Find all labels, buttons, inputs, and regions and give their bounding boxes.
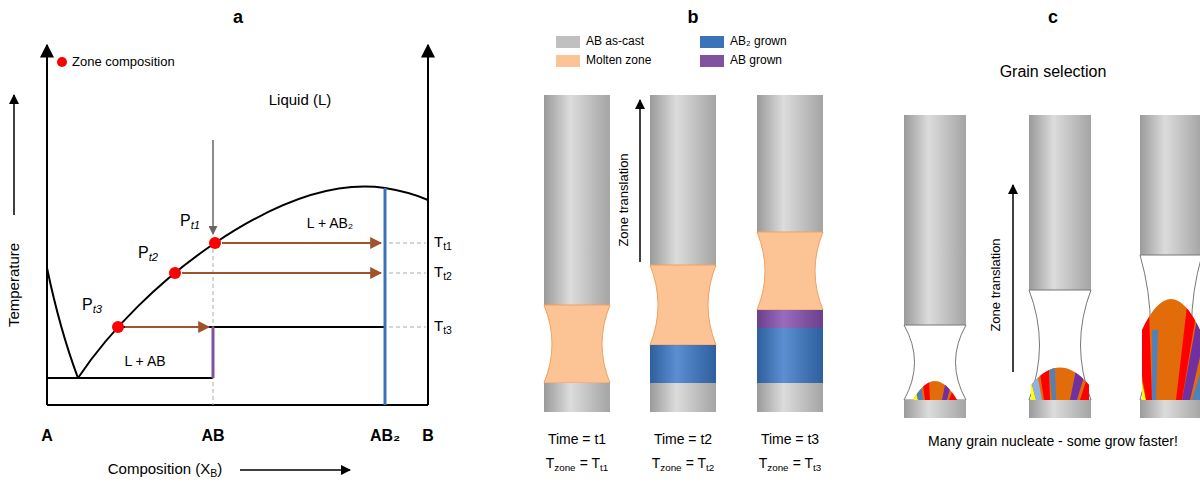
point-label: t3 — [93, 304, 102, 316]
zone-temperature: t3 — [813, 462, 821, 473]
panel-letter: c — [1048, 7, 1058, 27]
axis-title: B — [210, 467, 217, 479]
legend-swatch — [700, 36, 724, 48]
zone-rods — [544, 95, 823, 412]
point-label: P — [82, 296, 93, 313]
temperature-label: t3 — [443, 324, 452, 336]
temperature-label: t2 — [443, 270, 452, 282]
axis-title: ) — [217, 460, 222, 477]
axis-tick-label: B — [422, 427, 434, 444]
zone-temperature: T — [759, 455, 768, 471]
zone-temperature: zone — [554, 462, 575, 473]
panel-letter-group: a — [233, 8, 243, 28]
time-label: Time = t2 — [654, 431, 712, 447]
panel-title: Grain selection — [1000, 63, 1107, 80]
point-label-group: Pt2 — [138, 244, 158, 264]
axis-tick-label: AB₂ — [370, 427, 400, 444]
zone-temperature-group: Tzone = Tt2 — [652, 456, 715, 474]
region-label-group: L + AB — [124, 354, 165, 369]
point-label: P — [180, 212, 191, 229]
arrow-label-group: Zone translation — [989, 238, 1003, 331]
axis-tick-label: AB — [201, 427, 224, 444]
time-label-group: Time = t1 — [548, 432, 606, 447]
zone-temperature: zone — [767, 462, 788, 473]
zone-temperature: = T — [686, 455, 706, 471]
panel-title-group: Grain selection — [1000, 63, 1107, 81]
zone-temperature: zone — [660, 462, 681, 473]
region-label: L + AB — [124, 353, 165, 369]
temperature-label: T — [434, 233, 443, 250]
note: Many grain nucleate - some grow faster! — [928, 433, 1178, 449]
point-label: t2 — [149, 252, 158, 264]
temperature-label: T — [434, 263, 443, 280]
grain-rods — [904, 115, 1200, 418]
axis-title: Temperature — [5, 243, 22, 327]
phase-diagram — [14, 45, 428, 470]
legend-swatch — [57, 57, 67, 67]
legend-swatch — [556, 55, 580, 67]
temperature-label-group: Tt2 — [434, 264, 452, 283]
panel-letter-group: b — [688, 8, 699, 28]
legend-text: Zone composition — [72, 55, 175, 69]
panel-letter-group: c — [1048, 8, 1058, 28]
axis-tick-label-group: A — [41, 427, 53, 445]
axis-tick-label: A — [41, 427, 53, 444]
axis-title-group: Composition (XB) — [108, 461, 223, 480]
temperature-label-group: Tt1 — [434, 234, 452, 253]
zone-temperature: T — [652, 455, 661, 471]
zone-temperature-group: Tzone = Tt1 — [546, 456, 609, 474]
legend-text: AB grown — [730, 54, 782, 67]
zone-temperature: = T — [580, 455, 600, 471]
axis-tick-label-group: AB₂ — [370, 427, 400, 445]
time-label-group: Time = t2 — [654, 432, 712, 447]
region-label-group: L + AB₂ — [307, 216, 354, 231]
panel-letter: b — [688, 7, 699, 27]
zone-temperature: t1 — [600, 462, 608, 473]
axis-tick-label-group: AB — [201, 427, 224, 445]
time-label: Time = t1 — [548, 431, 606, 447]
arrow-label-group: Zone translation — [617, 153, 631, 246]
point-label: P — [138, 244, 149, 261]
axis-title: Composition (X — [108, 460, 211, 477]
axis-tick-label-group: B — [422, 427, 434, 445]
arrow-label: Zone translation — [988, 238, 1003, 331]
point-label: t1 — [191, 220, 200, 232]
legend-text: AB₂ grown — [730, 35, 787, 48]
panel-letter: a — [233, 7, 243, 27]
point-label-group: Pt3 — [82, 296, 102, 316]
zone-temperature: = T — [793, 455, 813, 471]
legend-text: Molten zone — [586, 54, 651, 67]
legend-text: AB as-cast — [586, 35, 644, 48]
arrow-label: Zone translation — [616, 153, 631, 246]
note-group: Many grain nucleate - some grow faster! — [928, 434, 1178, 449]
legend-swatch — [700, 55, 724, 67]
region-label: Liquid (L) — [269, 91, 332, 108]
time-label-group: Time = t3 — [761, 432, 819, 447]
axis-title-group: Temperature — [6, 243, 23, 327]
legend-swatch — [556, 36, 580, 48]
zone-temperature: t2 — [706, 462, 714, 473]
region-label: L + AB₂ — [307, 215, 354, 231]
time-label: Time = t3 — [761, 431, 819, 447]
point-label-group: Pt1 — [180, 212, 200, 232]
temperature-label: T — [434, 317, 443, 334]
region-label-group: Liquid (L) — [269, 92, 332, 109]
zone-temperature-group: Tzone = Tt3 — [759, 456, 822, 474]
temperature-label-group: Tt3 — [434, 318, 452, 337]
temperature-label: t1 — [443, 240, 452, 252]
zone-temperature: T — [546, 455, 555, 471]
